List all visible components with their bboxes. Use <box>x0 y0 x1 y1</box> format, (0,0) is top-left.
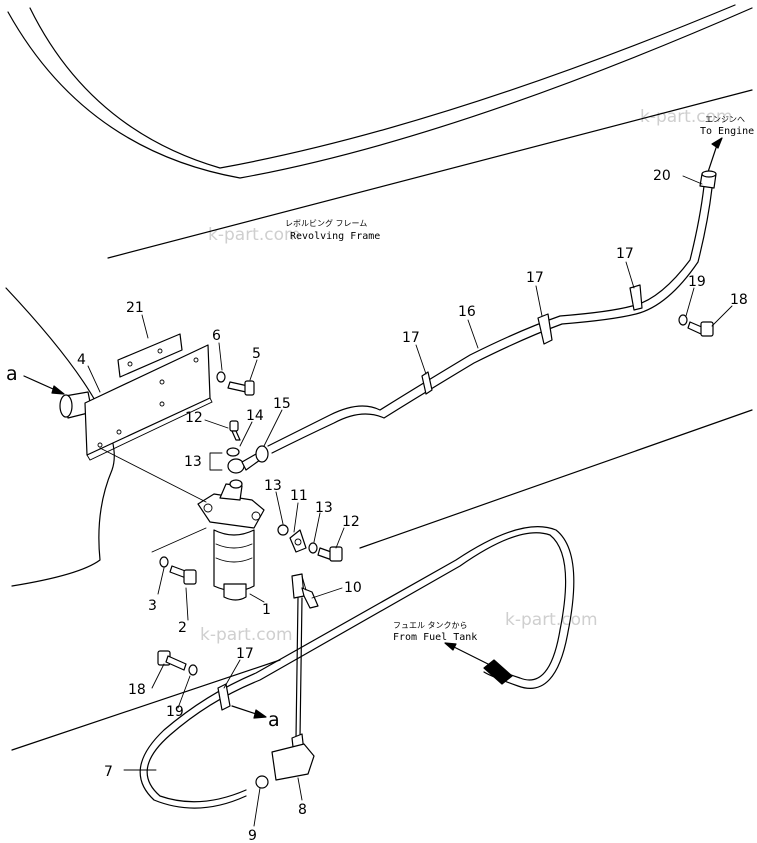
fuel-tank-label: From Fuel Tank <box>393 632 477 643</box>
bolt-2-leader <box>151 527 207 553</box>
leader-lines <box>87 175 733 827</box>
revolving-frame-outline <box>5 4 753 751</box>
mounting-plate <box>59 344 213 461</box>
watermark-top-left: k-part.com <box>208 225 301 245</box>
callout-3: 3 <box>148 598 157 614</box>
engine-label: To Engine <box>700 126 754 137</box>
callout-17-a: 17 <box>402 330 420 346</box>
callout-2: 2 <box>178 620 187 636</box>
fuel-tank-arrowhead <box>444 642 457 651</box>
callout-19-bottom: 19 <box>166 704 184 720</box>
clamp-17-c <box>629 284 643 311</box>
callout-11: 11 <box>290 488 308 504</box>
bolt-18-lower <box>157 650 198 676</box>
callout-19-top: 19 <box>688 274 706 290</box>
callout-16: 16 <box>458 304 476 320</box>
callout-12-top: 12 <box>185 410 203 426</box>
callout-numbers: 21 4 6 5 12 14 15 13 13 11 13 12 10 1 3 … <box>77 168 748 843</box>
ref-a-bottom: a <box>268 709 280 731</box>
callout-17-c: 17 <box>616 246 634 262</box>
shim-plate <box>117 333 183 378</box>
revolving-frame-label: Revolving Frame <box>290 231 380 242</box>
callout-6: 6 <box>212 328 221 344</box>
clamp-17-d <box>217 683 231 711</box>
callout-8: 8 <box>298 802 307 818</box>
hose-clamp-15 <box>255 445 269 463</box>
pipe-16 <box>267 170 717 454</box>
callout-1: 1 <box>262 602 271 618</box>
bolt-5 <box>216 371 255 396</box>
bracket-13-top <box>209 452 223 471</box>
callout-13-right: 13 <box>315 500 333 516</box>
revolving-frame-label-jp: レボルビング フレーム <box>285 218 367 228</box>
callout-4: 4 <box>77 352 86 368</box>
callout-9: 9 <box>248 828 257 843</box>
callout-21: 21 <box>126 300 144 316</box>
watermark-top-right: k-part.com <box>640 107 733 127</box>
ref-a-arrowhead-top <box>51 385 65 395</box>
callout-18-bottom: 18 <box>128 682 146 698</box>
fuel-tank-arrow <box>451 645 491 666</box>
bolt-18-upper <box>678 314 714 337</box>
bolt-2 <box>159 556 197 585</box>
engine-label-jp: エンジンへ <box>705 115 745 124</box>
watermark-bottom-left: k-part.com <box>200 625 293 645</box>
callout-5: 5 <box>252 346 261 362</box>
callout-12-mid: 12 <box>342 514 360 530</box>
filter-leader <box>99 447 207 503</box>
fuel-tank-label-jp: フュエル タンクから <box>393 621 468 630</box>
clamp-17-b <box>537 313 553 345</box>
ref-a-arrowhead-bottom <box>253 709 267 719</box>
callout-7: 7 <box>104 764 113 780</box>
callout-10: 10 <box>344 580 362 596</box>
watermark-bottom-right: k-part.com <box>505 610 598 630</box>
joint-8 <box>255 733 315 789</box>
banjo-fitting-14 <box>226 420 261 489</box>
hose-7 <box>139 526 575 809</box>
callout-13-mid: 13 <box>264 478 282 494</box>
ref-a-top: a <box>6 363 18 385</box>
engine-arrowhead <box>711 137 723 149</box>
fuel-filter <box>197 483 265 601</box>
valve-10 <box>291 573 319 739</box>
callout-14: 14 <box>246 408 264 424</box>
callout-13-left: 13 <box>184 454 202 470</box>
clamp-17-a <box>421 371 433 395</box>
callout-15: 15 <box>273 396 291 412</box>
fitting-11 <box>277 524 343 562</box>
callout-18-top: 18 <box>730 292 748 308</box>
callout-17-b: 17 <box>526 270 544 286</box>
callout-17-d: 17 <box>236 646 254 662</box>
callout-20: 20 <box>653 168 671 184</box>
